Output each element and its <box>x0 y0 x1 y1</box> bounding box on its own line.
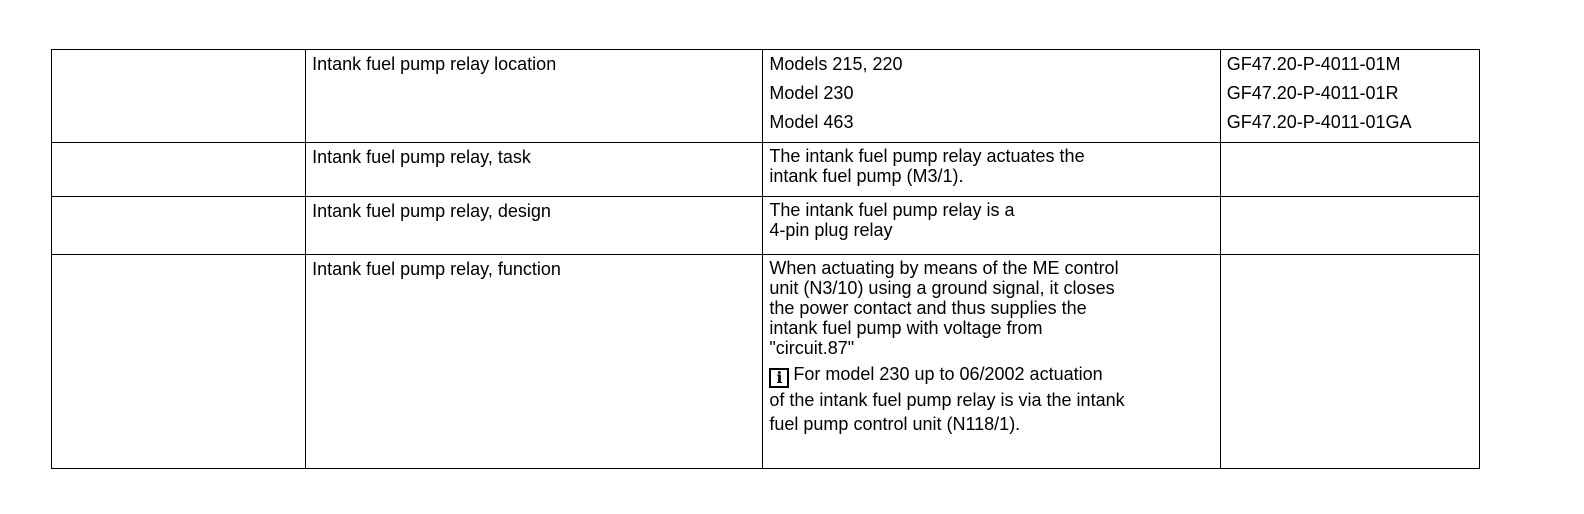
empty-cell <box>50 196 307 255</box>
row-label: Intank fuel pump relay, design <box>305 196 764 255</box>
info-icon: i <box>769 368 790 388</box>
description-cell: The intank fuel pump relay actuates the … <box>762 142 1221 197</box>
empty-cell <box>1219 254 1481 469</box>
refs-cell: GF47.20-P-4011-01M GF47.20-P-4011-01R GF… <box>1219 49 1481 143</box>
table-row-location: Intank fuel pump relay location Models 2… <box>50 49 1481 143</box>
document-ref-link[interactable]: GF47.20-P-4011-01R <box>1226 83 1399 103</box>
table-row-function: Intank fuel pump relay, function When ac… <box>50 254 1481 469</box>
model-entry: Model 230 <box>769 83 854 103</box>
row-label: Intank fuel pump relay, function <box>305 254 764 469</box>
document-ref-link[interactable]: GF47.20-P-4011-01GA <box>1226 112 1412 132</box>
note-text: For model 230 up to 06/2002 actuation <box>793 364 1103 384</box>
document-ref-link[interactable]: GF47.20-P-4011-01M <box>1226 54 1401 74</box>
empty-cell <box>50 142 307 197</box>
description-cell: When actuating by means of the ME contro… <box>762 254 1221 469</box>
empty-cell <box>1219 142 1481 197</box>
table-row-task: Intank fuel pump relay, task The intank … <box>50 142 1481 197</box>
note-text: fuel pump control unit (N118/1). <box>769 414 1021 434</box>
empty-cell <box>1219 196 1481 255</box>
models-cell: Models 215, 220 Model 230 Model 463 <box>762 49 1221 143</box>
note-text: of the intank fuel pump relay is via the… <box>769 390 1125 410</box>
table-row-design: Intank fuel pump relay, design The intan… <box>50 196 1481 255</box>
relay-info-table: Intank fuel pump relay location Models 2… <box>50 49 1481 469</box>
row-label: Intank fuel pump relay, task <box>305 142 764 197</box>
model-entry: Model 463 <box>769 112 854 132</box>
empty-cell <box>50 254 307 469</box>
row-label: Intank fuel pump relay location <box>305 49 764 143</box>
description-cell: The intank fuel pump relay is a 4-pin pl… <box>762 196 1221 255</box>
empty-cell <box>50 49 307 143</box>
model-entry: Models 215, 220 <box>769 54 903 74</box>
